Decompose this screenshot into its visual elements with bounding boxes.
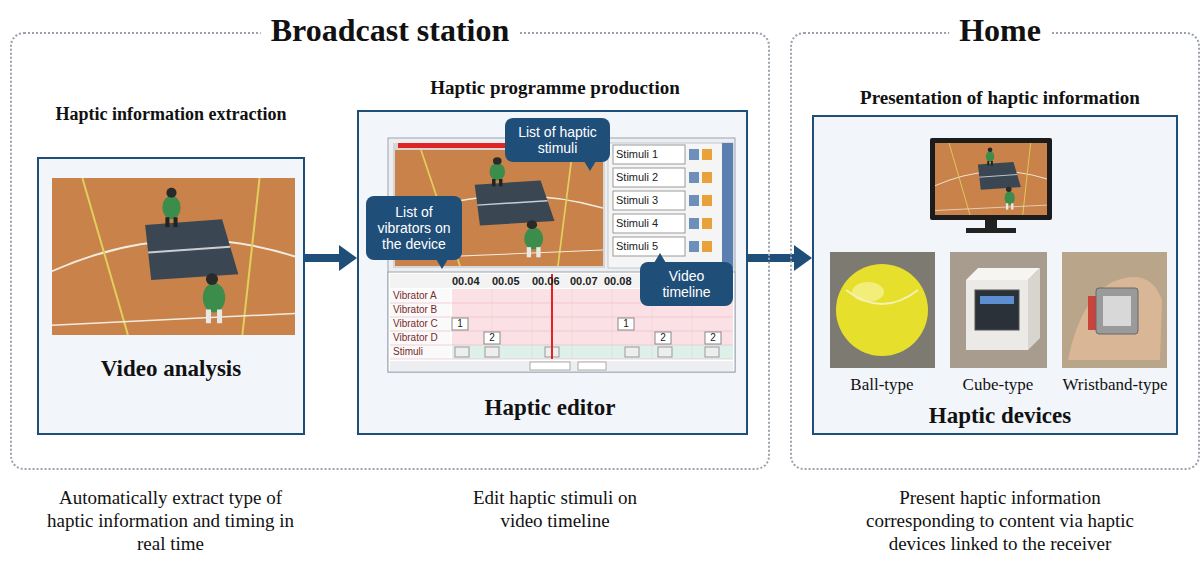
time-label: 00.05: [492, 275, 520, 288]
box-heading: Haptic programme production: [430, 76, 679, 99]
stimulus-item: Stimuli 5: [616, 240, 658, 253]
arrow-head: [794, 245, 812, 271]
box-caption: Haptic editor: [485, 394, 616, 422]
time-label: 00.06: [532, 275, 560, 288]
caption: Edit haptic stimuli on video timeline: [455, 486, 655, 532]
vibrator-label: Vibrator D: [393, 332, 438, 344]
device-label: Cube-type: [963, 375, 1034, 395]
arrow-shaft: [305, 254, 340, 262]
box-caption: Video analysis: [101, 355, 241, 383]
cell-number: 2: [484, 332, 500, 344]
arrow-head: [339, 245, 357, 271]
cell-number: 2: [655, 332, 671, 344]
time-label: 00.07: [570, 275, 598, 288]
caption: Present haptic information corresponding…: [855, 486, 1145, 555]
process-box: Haptic programme productionHaptic editor…: [357, 110, 748, 435]
flow-arrow: [305, 245, 357, 271]
region-panel: HomePresentation of haptic informationHa…: [790, 32, 1200, 470]
box-heading: Presentation of haptic information: [860, 86, 1140, 109]
box-caption: Haptic devices: [929, 402, 1071, 430]
vibrator-label: Vibrator A: [393, 290, 437, 302]
cell-number: 1: [452, 318, 468, 330]
time-label: 00.08: [604, 275, 632, 288]
cell-number: 2: [705, 332, 721, 344]
region-title: Home: [949, 12, 1051, 48]
vibrator-label: Vibrator B: [393, 304, 437, 316]
cell-number: 1: [618, 318, 634, 330]
time-label: 00.04: [452, 275, 480, 288]
box-heading: Haptic information extraction: [56, 103, 287, 125]
callout-text: List of vibrators on the device: [366, 204, 462, 252]
callout-bubble: Video timeline: [640, 262, 733, 306]
stimulus-item: Stimuli 1: [616, 148, 658, 161]
row-label: Stimuli: [393, 346, 423, 358]
arrow-shaft: [748, 254, 795, 262]
caption: Automatically extract type of haptic inf…: [43, 486, 298, 555]
stimulus-item: Stimuli 4: [616, 217, 658, 230]
callout-text: List of haptic stimuli: [505, 124, 610, 156]
callout-text: Video timeline: [640, 268, 733, 300]
process-box: Haptic information extractionVideo analy…: [37, 157, 305, 435]
vibrator-label: Vibrator C: [393, 318, 438, 330]
device-label: Wristband-type: [1062, 375, 1167, 395]
device-label: Ball-type: [850, 375, 913, 395]
callout-bubble: List of vibrators on the device: [366, 196, 462, 260]
stimulus-item: Stimuli 3: [616, 194, 658, 207]
stimulus-item: Stimuli 2: [616, 171, 658, 184]
flow-arrow: [748, 245, 812, 271]
callout-bubble: List of haptic stimuli: [505, 118, 610, 162]
region-title: Broadcast station: [261, 12, 520, 48]
